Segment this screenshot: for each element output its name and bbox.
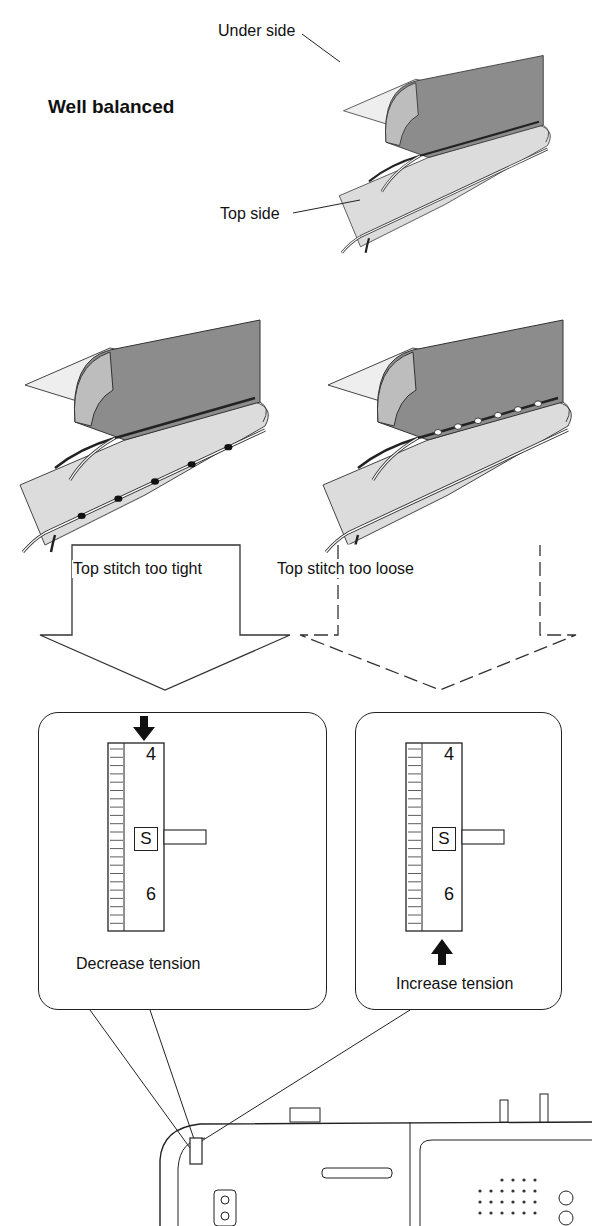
- dial-number: 6: [444, 885, 454, 905]
- fabric-sample: [20, 320, 268, 552]
- instruction-text: Increase tension: [396, 975, 513, 993]
- case-label: Top stitch too loose: [276, 560, 415, 578]
- dial-number: 4: [444, 745, 454, 765]
- part-label: Under side: [218, 22, 295, 40]
- callout-box: 4 6Increase tension S: [355, 712, 562, 1010]
- instruction-text: Decrease tension: [76, 955, 201, 973]
- fabric-sample: [323, 320, 571, 552]
- case-label: Top stitch too tight: [72, 560, 203, 578]
- dial-number: 4: [146, 745, 156, 765]
- setting-letter: S: [438, 829, 449, 849]
- part-label: Top side: [220, 205, 280, 223]
- setting-mark: S: [134, 827, 158, 851]
- setting-letter: S: [140, 829, 151, 849]
- tension-dial: [356, 713, 563, 1011]
- fabric-sample: [339, 56, 550, 253]
- dial-number: 6: [146, 885, 156, 905]
- heading-label: Well balanced: [48, 96, 174, 118]
- callout-box: 4 6Decrease tension S: [38, 712, 327, 1010]
- setting-mark: S: [432, 827, 456, 851]
